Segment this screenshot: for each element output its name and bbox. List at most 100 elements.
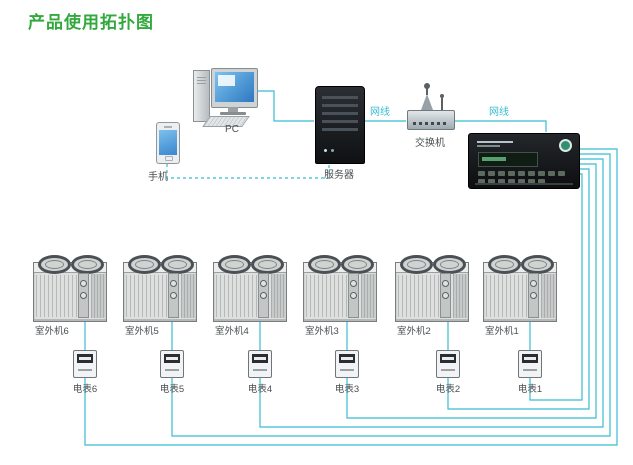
unit-side-panel <box>361 274 375 318</box>
meter-display <box>164 354 180 363</box>
fan-icon <box>400 255 433 274</box>
switch-antenna-cone <box>421 94 433 110</box>
meter-display <box>339 354 355 363</box>
controller-buttons <box>478 171 572 184</box>
unit-pipe-panel <box>258 273 269 318</box>
pc-monitor-stand <box>228 107 238 112</box>
meter-terminal <box>340 369 354 371</box>
cable-label-lan1: 网线 <box>368 103 392 118</box>
controller-brand-text <box>477 141 513 143</box>
fan-icon <box>488 255 521 274</box>
unit-pipe-panel <box>78 273 89 318</box>
unit-side-panel <box>91 274 105 318</box>
unit-top-panel <box>214 263 286 273</box>
meter-terminal <box>78 369 92 371</box>
power-meter-3 <box>335 350 359 378</box>
phone-icon <box>156 122 180 164</box>
fan-icon <box>521 255 554 274</box>
power-meter-4 <box>248 350 272 378</box>
unit-pipe-panel <box>528 273 539 318</box>
page-title: 产品使用拓扑图 <box>28 13 154 32</box>
cable-label-lan2: 网线 <box>487 103 511 118</box>
fan-icon <box>161 255 194 274</box>
cable-controller-meter3 <box>346 163 597 419</box>
outdoor-unit-3 <box>303 255 377 322</box>
cable-phone-server <box>166 162 330 179</box>
outdoor-unit-label: 室外机1 <box>485 326 519 337</box>
fan-icon <box>71 255 104 274</box>
meter-label: 电表6 <box>72 384 98 395</box>
unit-top-panel <box>304 263 376 273</box>
meter-display <box>522 354 538 363</box>
cable-controller-meter4 <box>259 158 604 428</box>
switch-icon <box>407 110 455 130</box>
power-meter-1 <box>518 350 542 378</box>
cable-controller-meter2 <box>447 168 590 410</box>
unit-louvers <box>216 275 257 317</box>
unit-louvers <box>306 275 347 317</box>
unit-louvers <box>126 275 167 317</box>
pc-monitor-icon <box>211 68 258 108</box>
meter-display <box>77 354 93 363</box>
controller-logo-icon <box>559 139 572 152</box>
unit-pipe-panel <box>440 273 451 318</box>
outdoor-unit-label: 室外机6 <box>35 326 69 337</box>
unit-side-panel <box>541 274 555 318</box>
fan-icon <box>218 255 251 274</box>
meter-label: 电表4 <box>247 384 273 395</box>
cable-controller-meter5 <box>171 153 611 437</box>
outdoor-unit-5 <box>123 255 197 322</box>
fan-icon <box>251 255 284 274</box>
phone-screen <box>159 130 177 155</box>
unit-side-panel <box>271 274 285 318</box>
server-label: 服务器 <box>324 170 354 181</box>
switch-leds <box>413 122 446 125</box>
meter-display <box>440 354 456 363</box>
cable-pc-server <box>258 90 314 122</box>
outdoor-unit-4 <box>213 255 287 322</box>
controller-display <box>478 152 538 167</box>
pc-monitor-base <box>220 112 246 115</box>
unit-louvers <box>398 275 439 317</box>
power-meter-6 <box>73 350 97 378</box>
server-icon <box>315 86 365 164</box>
power-meter-2 <box>436 350 460 378</box>
meter-label: 电表5 <box>159 384 185 395</box>
unit-side-panel <box>453 274 467 318</box>
outdoor-unit-label: 室外机2 <box>397 326 431 337</box>
controller-base <box>475 183 573 185</box>
server-power-led <box>324 149 327 152</box>
pc-screen <box>215 72 254 102</box>
fan-icon <box>341 255 374 274</box>
fan-icon <box>38 255 71 274</box>
meter-label: 电表1 <box>517 384 543 395</box>
unit-top-panel <box>396 263 468 273</box>
meter-terminal <box>165 369 179 371</box>
unit-side-panel <box>181 274 195 318</box>
meter-terminal <box>253 369 267 371</box>
switch-antenna2-icon <box>440 94 444 111</box>
outdoor-unit-2 <box>395 255 469 322</box>
controller-device <box>468 133 580 189</box>
unit-top-panel <box>484 263 556 273</box>
phone-home-button <box>165 156 173 161</box>
pc-label: PC <box>225 124 239 135</box>
outdoor-unit-label: 室外机5 <box>125 326 159 337</box>
unit-top-panel <box>124 263 196 273</box>
cable-switch-controller <box>455 120 547 132</box>
unit-pipe-panel <box>168 273 179 318</box>
outdoor-unit-label: 室外机3 <box>305 326 339 337</box>
controller-model-text <box>477 145 500 147</box>
cable-controller-meter6 <box>84 148 618 446</box>
pc-tower-icon <box>193 70 210 122</box>
outdoor-unit-6 <box>33 255 107 322</box>
phone-label: 手机 <box>148 172 168 183</box>
outdoor-unit-label: 室外机4 <box>215 326 249 337</box>
phone-speaker <box>164 126 172 128</box>
outdoor-unit-1 <box>483 255 557 322</box>
switch-antenna-icon <box>424 83 430 95</box>
switch-label: 交换机 <box>415 138 445 149</box>
meter-label: 电表2 <box>435 384 461 395</box>
